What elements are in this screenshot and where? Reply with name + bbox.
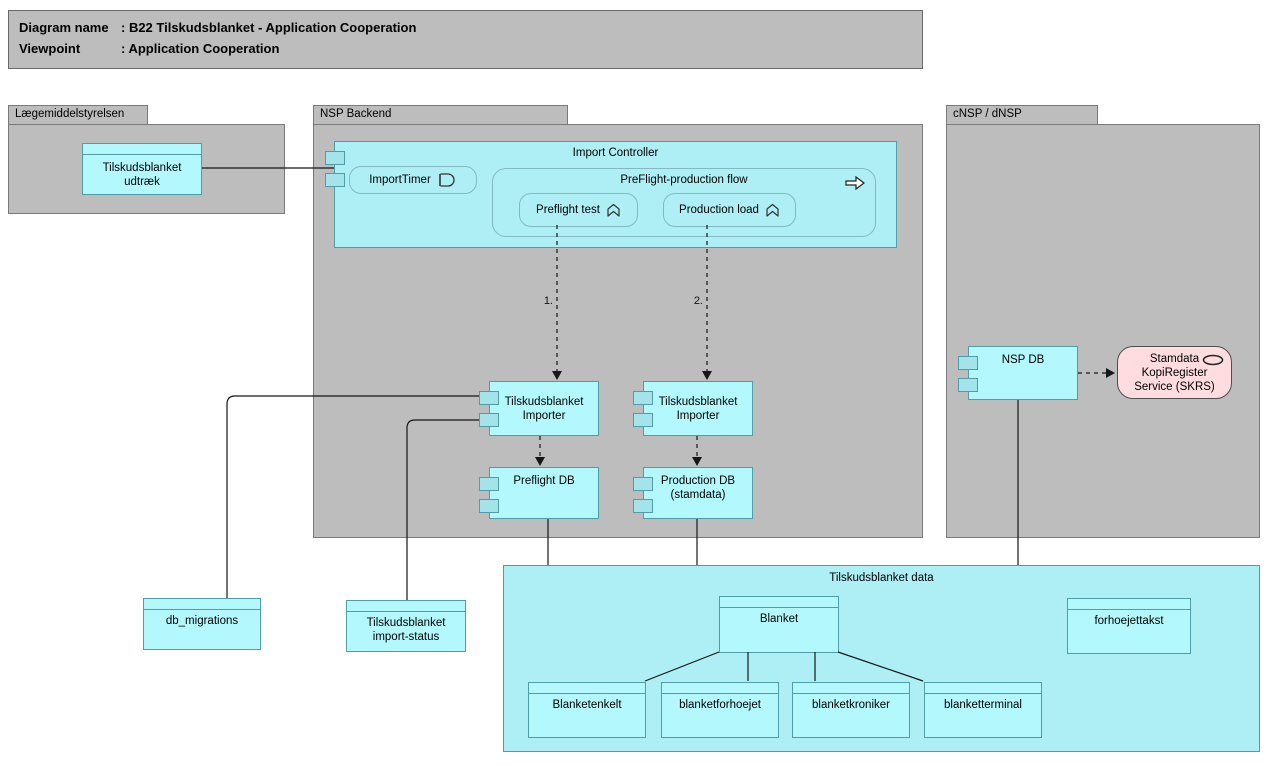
component-port bbox=[958, 378, 978, 392]
node-label: Tilskudsblanket udtræk bbox=[83, 155, 201, 195]
component-port bbox=[325, 151, 345, 165]
node-label: blanketterminal bbox=[944, 699, 1022, 711]
node-label: Tilskudsblanket data bbox=[829, 572, 934, 584]
component-port bbox=[479, 413, 499, 427]
component-port bbox=[633, 413, 653, 427]
node-blanketenkelt[interactable]: Blanketenkelt bbox=[528, 682, 646, 738]
object-header bbox=[1068, 599, 1190, 610]
node-tilskudsblanket-data[interactable]: Tilskudsblanket data Blanket forhoejetta… bbox=[503, 565, 1260, 752]
label-line: udtræk bbox=[124, 176, 160, 188]
node-preflight-production-flow[interactable]: PreFlight-production flow Preflight test… bbox=[492, 168, 876, 237]
component-port bbox=[633, 391, 653, 405]
object-header bbox=[720, 597, 838, 608]
node-blanketkroniker[interactable]: blanketkroniker bbox=[792, 682, 910, 738]
node-label: blanketkroniker bbox=[812, 699, 890, 711]
label-line: KopiRegister bbox=[1141, 366, 1208, 379]
event-icon bbox=[438, 173, 455, 187]
label-line: Importer bbox=[676, 409, 720, 422]
process-arrow-icon bbox=[845, 175, 865, 191]
node-label: PreFlight-production flow bbox=[620, 174, 748, 186]
node-label: Production DB (stamdata) bbox=[644, 468, 752, 502]
function-icon bbox=[607, 203, 620, 217]
label-line: Service (SKRS) bbox=[1134, 380, 1215, 393]
label-line: Tilskudsblanket bbox=[366, 617, 446, 629]
object-header bbox=[662, 683, 778, 694]
object-header bbox=[83, 144, 201, 155]
group-tab-laegemiddelstyrelsen[interactable]: Lægemiddelstyrelsen bbox=[8, 105, 148, 124]
node-nsp-db[interactable]: NSP DB bbox=[958, 346, 1078, 400]
node-label: Tilskudsblanket import-status bbox=[347, 612, 465, 644]
component-port bbox=[633, 499, 653, 513]
label-line: Production DB bbox=[660, 475, 736, 487]
node-label: Production load bbox=[679, 204, 759, 216]
object-header bbox=[529, 683, 645, 694]
label-line: Importer bbox=[522, 409, 566, 422]
node-import-timer[interactable]: ImportTimer bbox=[349, 166, 477, 194]
label-line: Stamdata bbox=[1149, 352, 1200, 365]
function-icon bbox=[766, 203, 779, 217]
label-line: Tilskudsblanket bbox=[102, 162, 182, 174]
node-preflight-test[interactable]: Preflight test bbox=[519, 193, 638, 227]
title-row: Diagram name : B22 Tilskudsblanket - App… bbox=[19, 17, 912, 38]
node-tilskudsblanket-importer-preflight[interactable]: Tilskudsblanket Importer bbox=[479, 381, 599, 436]
node-preflight-db[interactable]: Preflight DB bbox=[479, 467, 599, 519]
node-label: Stamdata KopiRegister Service (SKRS) bbox=[1118, 347, 1231, 398]
node-tilskudsblanket-udtraek[interactable]: Tilskudsblanket udtræk bbox=[82, 143, 202, 195]
group-label: Lægemiddelstyrelsen bbox=[15, 108, 125, 120]
viewpoint-row: Viewpoint : Application Cooperation bbox=[19, 38, 912, 59]
node-blanketterminal[interactable]: blanketterminal bbox=[924, 682, 1042, 738]
component-port bbox=[479, 477, 499, 491]
component-port bbox=[479, 499, 499, 513]
group-tab-cnsp-dnsp[interactable]: cNSP / dNSP bbox=[946, 105, 1098, 124]
object-header bbox=[347, 601, 465, 612]
node-label: Preflight DB bbox=[513, 475, 575, 487]
node-blanketforhoejet[interactable]: blanketforhoejet bbox=[661, 682, 779, 738]
group-body-cnsp-dnsp[interactable] bbox=[946, 124, 1260, 538]
node-label: Preflight test bbox=[536, 204, 600, 216]
diagram-title-block[interactable]: Diagram name : B22 Tilskudsblanket - App… bbox=[8, 10, 923, 69]
node-label: ImportTimer bbox=[369, 174, 431, 186]
label-line: Tilskudsblanket bbox=[658, 395, 738, 408]
label-line: Tilskudsblanket bbox=[504, 395, 584, 408]
group-label: NSP Backend bbox=[320, 108, 392, 120]
label-line: (stamdata) bbox=[670, 489, 726, 501]
node-label: Tilskudsblanket Importer bbox=[490, 382, 598, 435]
title-row-label: Diagram name bbox=[19, 20, 109, 35]
node-label: Tilskudsblanket Importer bbox=[644, 382, 752, 435]
object-header bbox=[144, 599, 260, 610]
component-port bbox=[479, 391, 499, 405]
node-label: forhoejettakst bbox=[1094, 615, 1164, 627]
node-label: blanketforhoejet bbox=[679, 699, 761, 711]
object-header bbox=[793, 683, 909, 694]
node-label: Import Controller bbox=[572, 147, 659, 159]
node-db-migrations[interactable]: db_migrations bbox=[143, 598, 261, 650]
node-tilskudsblanket-importer-production[interactable]: Tilskudsblanket Importer bbox=[633, 381, 753, 436]
title-row-value: : B22 Tilskudsblanket - Application Coop… bbox=[121, 20, 417, 35]
label-line: import-status bbox=[372, 631, 440, 643]
node-production-db[interactable]: Production DB (stamdata) bbox=[633, 467, 753, 519]
component-port bbox=[633, 477, 653, 491]
group-tab-nsp-backend[interactable]: NSP Backend bbox=[313, 105, 568, 124]
node-forhoejettakst[interactable]: forhoejettakst bbox=[1067, 598, 1191, 654]
node-label: db_migrations bbox=[165, 615, 239, 627]
viewpoint-row-value: : Application Cooperation bbox=[121, 41, 280, 56]
component-port bbox=[958, 356, 978, 370]
service-ellipse-icon bbox=[1202, 354, 1224, 366]
viewpoint-row-label: Viewpoint bbox=[19, 41, 81, 56]
node-import-controller[interactable]: Import Controller ImportTimer PreFlight-… bbox=[325, 141, 897, 248]
node-label: NSP DB bbox=[1001, 354, 1045, 366]
node-label: Blanket bbox=[759, 613, 799, 625]
component-port bbox=[325, 173, 345, 187]
node-skrs-service[interactable]: Stamdata KopiRegister Service (SKRS) bbox=[1117, 346, 1232, 399]
node-blanket[interactable]: Blanket bbox=[719, 596, 839, 653]
node-label: Blanketenkelt bbox=[552, 699, 622, 711]
node-production-load[interactable]: Production load bbox=[663, 193, 796, 227]
node-tilskudsblanket-import-status[interactable]: Tilskudsblanket import-status bbox=[346, 600, 466, 652]
object-header bbox=[925, 683, 1041, 694]
group-label: cNSP / dNSP bbox=[953, 108, 1022, 120]
